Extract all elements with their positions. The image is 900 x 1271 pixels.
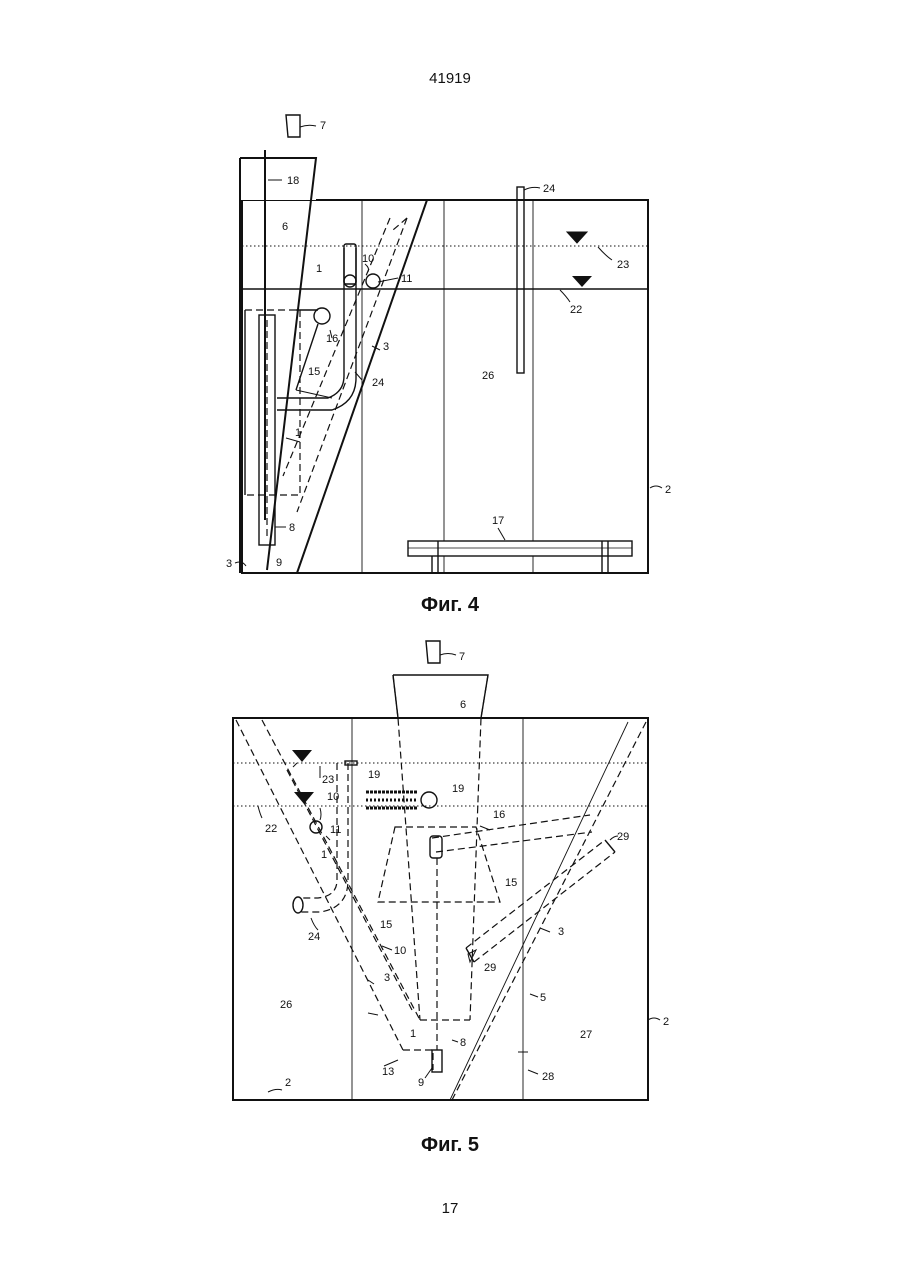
- label-9: 9: [418, 1077, 424, 1089]
- label-13: 13: [382, 1066, 394, 1078]
- label-2-right: 2: [663, 1016, 669, 1028]
- label-19-right: 19: [452, 783, 464, 795]
- feeder-symbol-7: [426, 641, 440, 663]
- hopper-6: [393, 675, 488, 718]
- label-5: 5: [540, 992, 546, 1004]
- pipe-16: [432, 815, 592, 852]
- label-10: 10: [327, 791, 339, 803]
- chute-left-inner: [262, 720, 420, 1020]
- page-number: 17: [0, 1200, 900, 1217]
- label-29-lower: 29: [484, 962, 496, 974]
- label-19-left: 19: [368, 769, 380, 781]
- label-28: 28: [542, 1071, 554, 1083]
- level-marker-23: [292, 750, 312, 762]
- tank-outline: [233, 718, 648, 1100]
- label-3-left: 3: [384, 972, 390, 984]
- label-29-top: 29: [617, 831, 629, 843]
- label-24: 24: [308, 931, 320, 943]
- label-2-bottom: 2: [285, 1077, 291, 1089]
- label-15-left: 15: [380, 919, 392, 931]
- label-8: 8: [460, 1037, 466, 1049]
- label-23: 23: [322, 774, 334, 786]
- label-16: 16: [493, 809, 505, 821]
- label-27: 27: [580, 1029, 592, 1041]
- label-3-right: 3: [558, 926, 564, 938]
- label-26: 26: [280, 999, 292, 1011]
- label-22: 22: [265, 823, 277, 835]
- trapezoid-15: [378, 827, 500, 902]
- label-7: 7: [459, 651, 465, 663]
- label-15-right: 15: [505, 877, 517, 889]
- pipe-29: [466, 840, 615, 962]
- label-1-lower: 1: [410, 1028, 416, 1040]
- figure-5-caption: Фиг. 5: [0, 1134, 900, 1157]
- label-10-lower: 10: [394, 945, 406, 957]
- label-11: 11: [330, 824, 341, 836]
- level-marker-22: [294, 792, 314, 804]
- label-1: 1: [321, 849, 327, 861]
- chute-3-right: [452, 722, 646, 1100]
- label-6: 6: [460, 699, 466, 711]
